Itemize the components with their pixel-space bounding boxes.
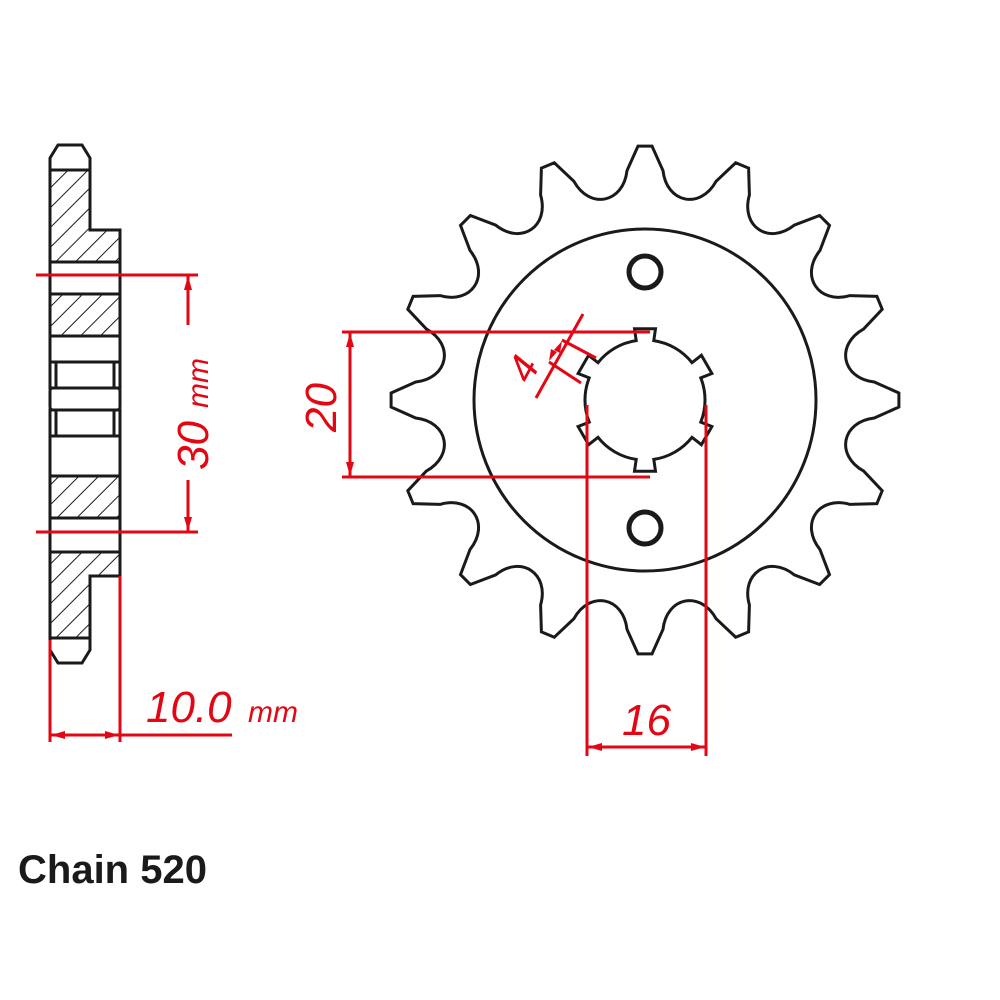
chain-size-title: Chain 520 — [18, 848, 207, 892]
side-spline-2 — [48, 360, 122, 390]
side-bore-upper — [48, 260, 122, 296]
side-dimensions — [36, 273, 232, 742]
bore-dimension-value: 30 — [169, 421, 218, 470]
side-spline-5 — [48, 434, 122, 478]
side-hub-upper — [48, 292, 122, 338]
sprocket-teeth-outline — [389, 144, 901, 656]
mounting-hole-top — [626, 253, 664, 291]
thickness-dimension-value: 10.0 — [146, 683, 232, 732]
side-flange-upper — [48, 168, 122, 264]
spline-height-value: 20 — [297, 383, 346, 433]
side-tooth-top — [48, 143, 92, 172]
side-view — [48, 143, 122, 665]
side-hub-lower — [48, 474, 122, 520]
spline-width-value: 16 — [622, 696, 671, 745]
side-spline-4 — [48, 408, 122, 438]
side-spline-3 — [48, 386, 122, 412]
side-bore-lower — [48, 516, 122, 554]
thickness-dimension-unit: mm — [248, 696, 298, 729]
bore-dimension-unit: mm — [182, 358, 215, 408]
spline-depth-value: 4 — [499, 349, 548, 389]
side-spline-1 — [48, 334, 122, 364]
sprocket-inner-circle — [472, 227, 818, 573]
front-dimensions — [342, 313, 708, 756]
front-view — [389, 144, 901, 656]
side-flange-lower — [48, 550, 122, 640]
spline-bore-outline — [575, 327, 715, 473]
side-tooth-bottom — [48, 636, 92, 665]
mounting-hole-bottom — [626, 509, 664, 547]
